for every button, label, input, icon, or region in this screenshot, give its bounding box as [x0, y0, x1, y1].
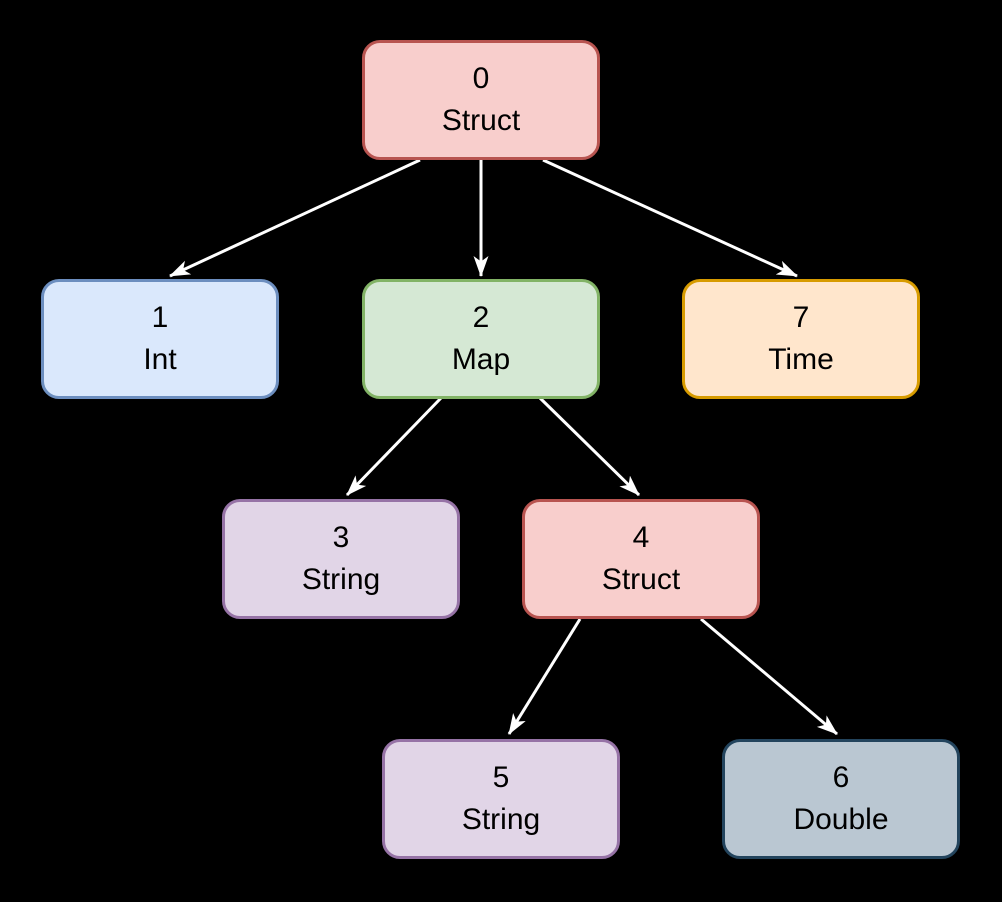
node-label: Struct — [601, 563, 681, 596]
node-label: Time — [768, 343, 834, 376]
edge-0-1 — [169, 158, 421, 278]
node-7-time: 7 Time — [682, 279, 920, 399]
node-label: String — [461, 803, 541, 836]
node-id: 3 — [332, 521, 350, 554]
node-id: 4 — [632, 521, 650, 554]
node-label: Double — [793, 803, 889, 836]
edge-0-7 — [542, 158, 798, 278]
node-6-double: 6 Double — [722, 739, 960, 859]
node-label: Struct — [441, 104, 521, 137]
node-1-int: 1 Int — [41, 279, 279, 399]
node-id: 0 — [472, 62, 490, 95]
node-id: 1 — [151, 301, 169, 334]
node-label: Int — [143, 343, 177, 376]
edge-4-5 — [507, 618, 582, 735]
node-label: String — [301, 563, 381, 596]
edge-2-4 — [538, 396, 641, 497]
node-5-string: 5 String — [382, 739, 620, 859]
node-4-struct: 4 Struct — [522, 499, 760, 619]
node-id: 2 — [472, 301, 490, 334]
node-id: 6 — [832, 761, 850, 794]
node-label: Map — [451, 343, 511, 376]
edge-4-6 — [700, 617, 838, 736]
node-id: 5 — [492, 761, 510, 794]
node-id: 7 — [792, 301, 810, 334]
node-2-map: 2 Map — [362, 279, 600, 399]
node-0-struct: 0 Struct — [362, 40, 600, 160]
node-3-string: 3 String — [222, 499, 460, 619]
edge-2-3 — [345, 396, 443, 497]
